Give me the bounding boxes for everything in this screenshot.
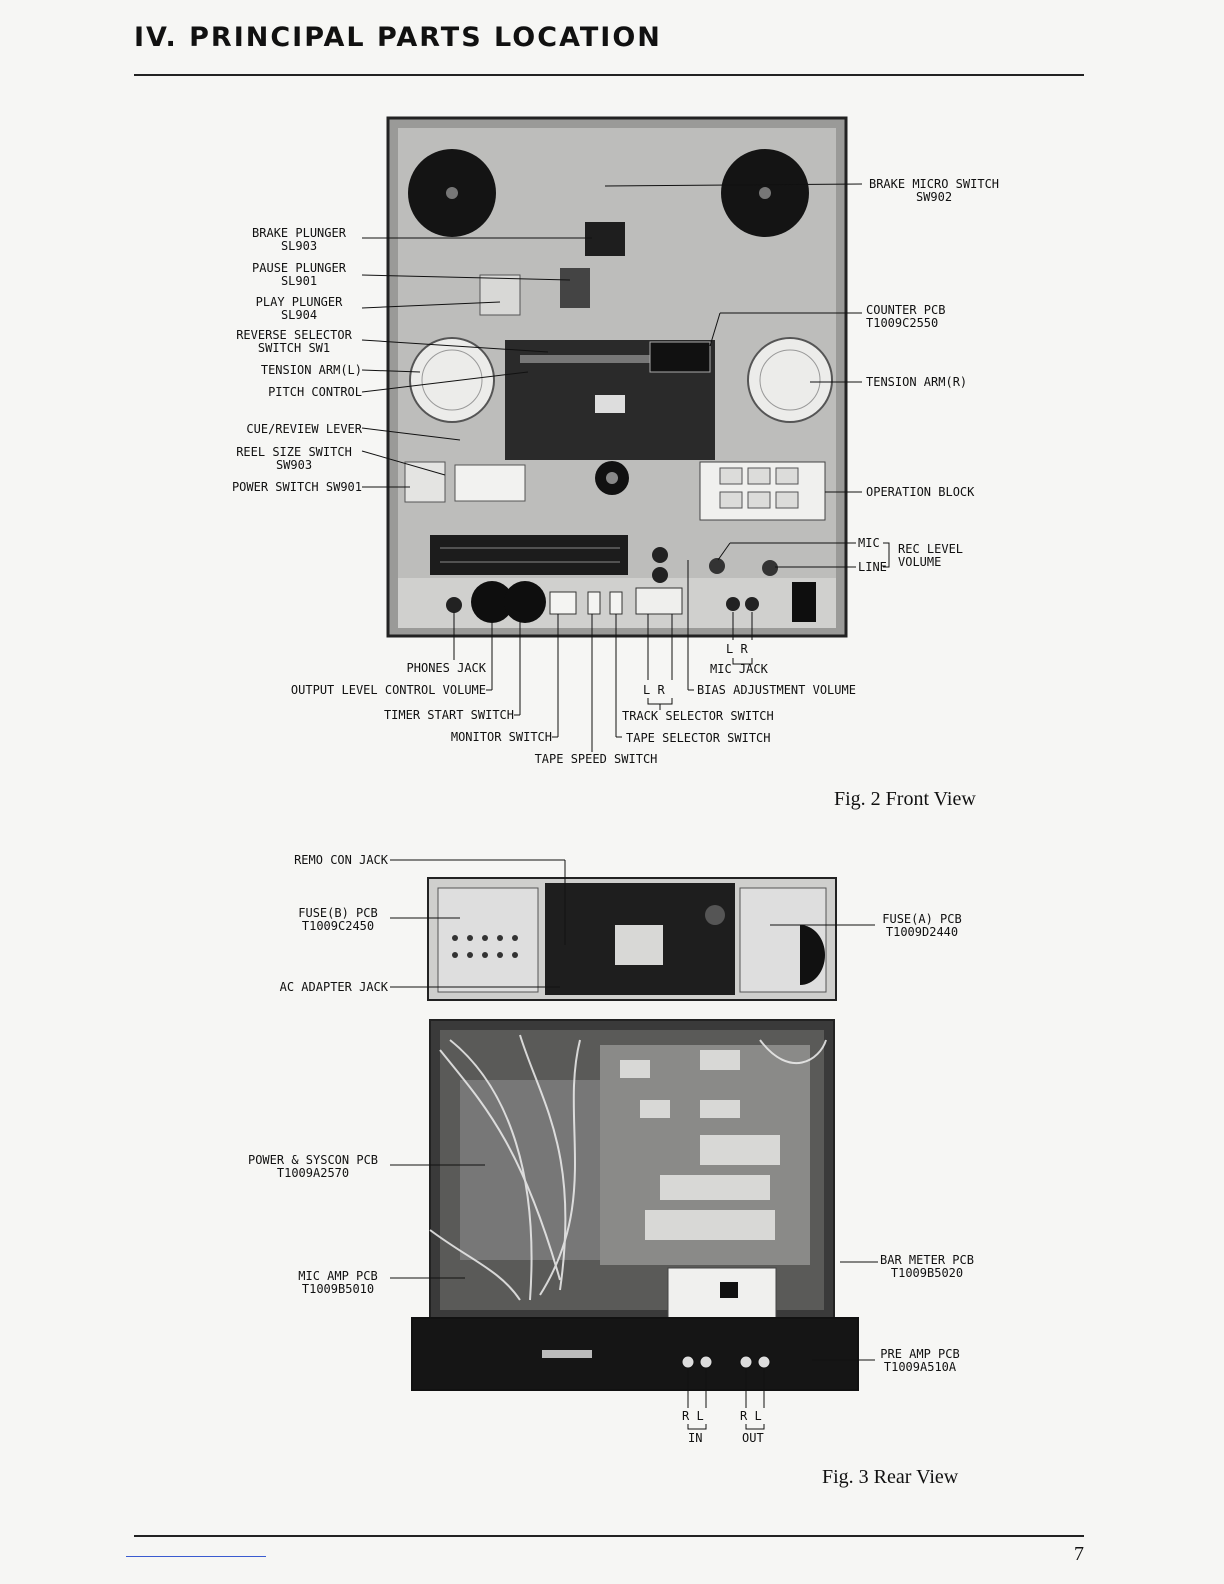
label-mic-lr: L R (726, 642, 748, 656)
label-output-level-control-volume: OUTPUT LEVEL CONTROL VOLUME (290, 683, 486, 697)
label-tape-selector-switch: TAPE SELECTOR SWITCH (626, 731, 771, 745)
blue-underline (126, 1556, 266, 1557)
page-heading: IV. PRINCIPAL PARTS LOCATION (134, 22, 662, 53)
label-ac-adapter-jack: AC ADAPTER JACK (279, 980, 388, 994)
label-tape-speed-switch: TAPE SPEED SWITCH (534, 752, 658, 766)
label-mic-jack: MIC JACK (710, 662, 768, 676)
top-rule (134, 74, 1084, 76)
label-out-rl: R L (740, 1409, 762, 1423)
label-remo-con-jack: REMO CON JACK (294, 853, 388, 867)
label-pitch-control: PITCH CONTROL (268, 385, 362, 399)
label-tension-arm-right: TENSION ARM(R) (866, 375, 968, 389)
label-line: LINE (858, 560, 887, 574)
fig2-caption: Fig. 2 Front View (834, 788, 976, 810)
page-number: 7 (1074, 1543, 1084, 1565)
label-timer-start-switch: TIMER START SWITCH (383, 708, 514, 722)
label-operation-block: OPERATION BLOCK (866, 485, 975, 499)
label-monitor-switch: MONITOR SWITCH (450, 730, 552, 744)
label-phones-jack: PHONES JACK (406, 661, 486, 675)
label-power-switch: POWER SWITCH SW901 (231, 480, 362, 494)
label-mic: MIC (858, 536, 880, 550)
label-out: OUT (742, 1431, 764, 1445)
bottom-rule (134, 1535, 1084, 1537)
label-cue-review-lever: CUE/REVIEW LEVER (246, 422, 362, 436)
label-in: IN (688, 1431, 703, 1445)
label-track-lr: L R (643, 683, 665, 697)
label-in-rl: R L (682, 1409, 704, 1423)
fig3-caption: Fig. 3 Rear View (822, 1466, 959, 1488)
label-bias-adjustment-volume: BIAS ADJUSTMENT VOLUME (697, 683, 856, 697)
label-track-selector-switch: TRACK SELECTOR SWITCH (622, 709, 774, 723)
label-tension-arm-left: TENSION ARM(L) (260, 363, 362, 377)
